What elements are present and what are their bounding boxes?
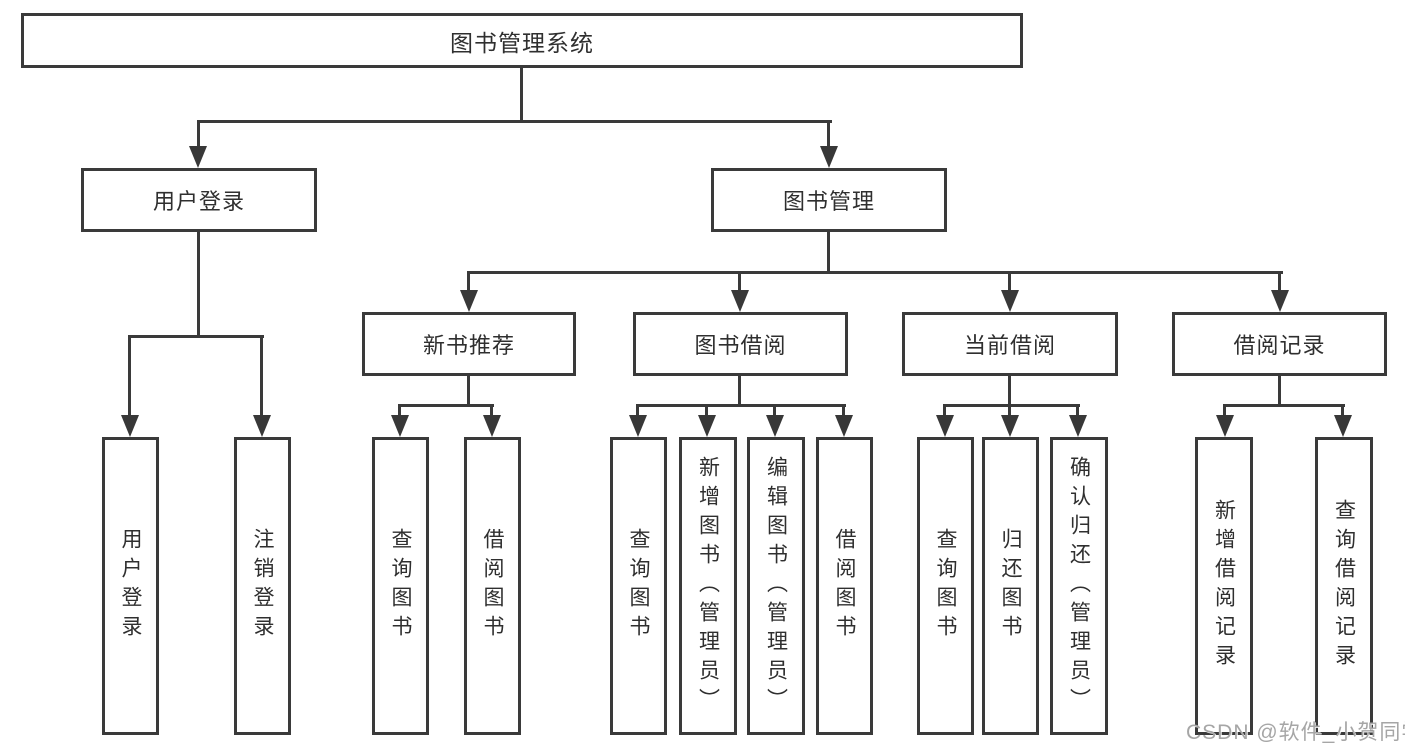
node-label: 查询图书 <box>627 528 650 644</box>
arrowhead-leaf <box>483 415 501 437</box>
arrowhead-leaf <box>121 415 139 437</box>
node-label: 新书推荐 <box>422 333 515 358</box>
connector-l3-stem <box>1278 271 1281 293</box>
leaf-edit-books-admin: 编辑图书（管理员） <box>747 437 805 735</box>
connector-leaf-stem <box>636 404 639 418</box>
connector-leaf-stem <box>705 404 708 418</box>
arrowhead-leaf <box>253 415 271 437</box>
node-label: 当前借阅 <box>963 333 1056 358</box>
arrowhead-leaf <box>629 415 647 437</box>
leaf-borrow-books: 借阅图书 <box>816 437 873 735</box>
leaf-user-login: 用户登录 <box>102 437 159 735</box>
connector-book-mgmt-hbar <box>467 271 1283 274</box>
connector-leaf-stem <box>842 404 845 418</box>
arrowhead-book-mgmt <box>820 146 838 168</box>
connector-current-borrow-stem <box>1008 373 1011 407</box>
node-label: 借阅图书 <box>833 528 856 644</box>
connector-root-stem <box>520 68 523 123</box>
connector-new-books-stem <box>467 373 470 407</box>
node-current-borrow: 当前借阅 <box>902 312 1118 376</box>
arrowhead-leaf <box>1069 415 1087 437</box>
arrowhead-new-books <box>460 290 478 312</box>
connector-leaf-stem <box>128 335 131 419</box>
connector-root-hbar <box>197 120 832 123</box>
node-label: 借阅记录 <box>1233 333 1326 358</box>
connector-leaf-stem <box>398 404 401 418</box>
node-label: 查询借阅记录 <box>1332 499 1356 673</box>
arrowhead-leaf <box>1216 415 1234 437</box>
connector-to-user-login-stem <box>197 120 200 150</box>
arrowhead-leaf <box>391 415 409 437</box>
node-label: 归还图书 <box>999 528 1022 644</box>
node-label: 图书借阅 <box>694 333 787 358</box>
node-user-login: 用户登录 <box>81 168 317 232</box>
arrowhead-leaf <box>1334 415 1352 437</box>
node-new-book-recommend: 新书推荐 <box>362 312 576 376</box>
node-borrow-records: 借阅记录 <box>1172 312 1387 376</box>
arrowhead-leaf <box>936 415 954 437</box>
leaf-add-books-admin: 新增图书（管理员） <box>679 437 737 735</box>
connector-new-books-hbar <box>398 404 494 407</box>
connector-borrow-records-hbar <box>1223 404 1345 407</box>
leaf-return-books: 归还图书 <box>982 437 1039 735</box>
connector-book-borrow-hbar <box>636 404 846 407</box>
node-label: 确认归还（管理员） <box>1067 455 1091 717</box>
node-label: 注销登录 <box>251 528 274 644</box>
node-label: 图书管理 <box>782 189 875 214</box>
node-label: 用户登录 <box>152 189 245 214</box>
node-label: 新增借阅记录 <box>1212 499 1236 673</box>
leaf-confirm-return-admin: 确认归还（管理员） <box>1050 437 1108 735</box>
connector-leaf-stem <box>1076 404 1079 418</box>
leaf-borrow-books: 借阅图书 <box>464 437 521 735</box>
connector-book-mgmt-stem <box>827 229 830 274</box>
connector-l3-stem <box>1008 271 1011 293</box>
arrowhead-leaf <box>835 415 853 437</box>
arrowhead-leaf <box>698 415 716 437</box>
arrowhead-borrow-records <box>1271 290 1289 312</box>
leaf-query-borrow-record: 查询借阅记录 <box>1315 437 1373 735</box>
connector-borrow-records-stem <box>1278 373 1281 407</box>
arrowhead-leaf <box>766 415 784 437</box>
node-label: 图书管理系统 <box>450 29 594 56</box>
connector-leaf-stem <box>1341 404 1344 418</box>
node-book-borrow: 图书借阅 <box>633 312 848 376</box>
connector-l3-stem <box>467 271 470 293</box>
node-label: 用户登录 <box>119 528 142 644</box>
connector-user-login-stem <box>197 229 200 337</box>
connector-to-book-mgmt-stem <box>827 120 830 150</box>
leaf-query-books: 查询图书 <box>610 437 667 735</box>
node-label: 新增图书（管理员） <box>696 455 720 717</box>
arrowhead-current-borrow <box>1001 290 1019 312</box>
connector-user-login-hbar <box>128 335 264 338</box>
leaf-logout: 注销登录 <box>234 437 291 735</box>
connector-leaf-stem <box>943 404 946 418</box>
connector-l3-stem <box>738 271 741 293</box>
leaf-query-books: 查询图书 <box>372 437 429 735</box>
connector-current-borrow-hbar <box>943 404 1080 407</box>
arrowhead-user-login <box>189 146 207 168</box>
arrowhead-book-borrow <box>731 290 749 312</box>
node-library-management-system: 图书管理系统 <box>21 13 1023 68</box>
node-book-management: 图书管理 <box>711 168 947 232</box>
node-label: 借阅图书 <box>481 528 504 644</box>
connector-leaf-stem <box>1008 404 1011 418</box>
node-label: 编辑图书（管理员） <box>764 455 788 717</box>
connector-leaf-stem <box>1223 404 1226 418</box>
leaf-query-books: 查询图书 <box>917 437 974 735</box>
connector-leaf-stem <box>773 404 776 418</box>
node-label: 查询图书 <box>389 528 412 644</box>
connector-book-borrow-stem <box>738 373 741 407</box>
leaf-add-borrow-record: 新增借阅记录 <box>1195 437 1253 735</box>
arrowhead-leaf <box>1001 415 1019 437</box>
csdn-watermark: CSDN @软件_小贺同学 <box>1186 721 1405 744</box>
connector-leaf-stem <box>490 404 493 418</box>
node-label: 查询图书 <box>934 528 957 644</box>
connector-leaf-stem <box>260 335 263 419</box>
